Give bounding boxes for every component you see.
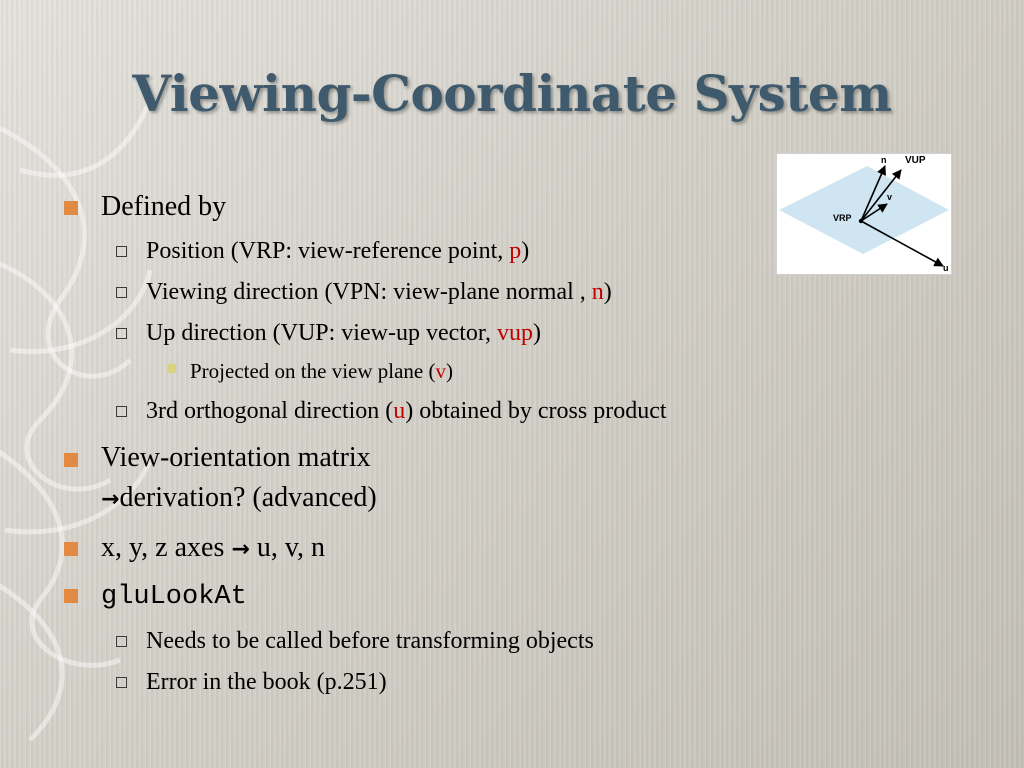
u-vector xyxy=(860,220,944,267)
bullet-text: ) xyxy=(532,320,541,346)
bullet-text: ) xyxy=(603,279,612,305)
sub-bullet-box xyxy=(116,246,127,257)
n-vector xyxy=(860,165,886,222)
bullet-text: Error in the book (p.251) xyxy=(146,669,387,695)
bullet-text: Needs to be called before transforming o… xyxy=(146,628,594,654)
bullet-projected: Projected on the view plane (v) xyxy=(190,361,453,382)
bullet-text: ) obtained by cross product xyxy=(405,398,667,424)
bullet-text: Up direction (VUP: view-up vector, xyxy=(146,320,497,346)
bullet-text: Projected on the view plane ( xyxy=(190,359,436,383)
bullet-text: ) xyxy=(446,359,453,383)
vrp-point xyxy=(858,218,864,224)
background-ornament xyxy=(0,99,153,742)
v-vector xyxy=(860,203,888,222)
bullet-text: Defined by xyxy=(101,191,227,222)
bullet-position: Position (VRP: view-reference point, p) xyxy=(146,239,529,263)
bullet-text: derivation? (advanced) xyxy=(119,482,377,513)
var-p: p xyxy=(509,238,522,264)
sub-bullet-box xyxy=(116,328,127,339)
bullet-text: x, y, z axes xyxy=(101,532,232,563)
sub-bullet-box xyxy=(116,677,127,688)
sub-bullet-box xyxy=(116,406,127,417)
sub-bullet-box xyxy=(116,287,127,298)
bullet-needs-called: Needs to be called before transforming o… xyxy=(146,629,594,653)
bullet-text: Position (VRP: view-reference point, xyxy=(146,238,510,264)
code-glulookat: gluLookAt xyxy=(101,582,247,612)
sub-sub-bullet-square xyxy=(167,364,176,373)
var-vup: vup xyxy=(496,320,533,346)
bullet-square xyxy=(64,201,78,215)
bullet-text: u, v, n xyxy=(249,532,325,563)
bullet-text: 3rd orthogonal direction ( xyxy=(146,398,394,424)
var-n: n xyxy=(591,279,604,305)
sub-bullet-box xyxy=(116,636,127,647)
bullet-square xyxy=(64,453,78,467)
n-label: n xyxy=(881,155,887,165)
bullet-text: Viewing direction (VPN: view-plane norma… xyxy=(146,279,592,305)
view-plane xyxy=(779,166,949,254)
u-label: u xyxy=(943,263,949,273)
var-v: v xyxy=(435,359,447,383)
bullet-text: ) xyxy=(521,238,530,264)
bullet-third-direction: 3rd orthogonal direction (u) obtained by… xyxy=(146,399,667,423)
v-label: v xyxy=(887,192,892,202)
bullet-view-orientation: View-orientation matrix xyxy=(101,444,371,472)
vrp-diagram: n VUP v VRP u xyxy=(776,153,952,275)
bullet-derivation: →derivation? (advanced) xyxy=(101,484,377,512)
vrp-label: VRP xyxy=(833,213,852,223)
bullet-square xyxy=(64,542,78,556)
right-arrow-icon: → xyxy=(231,537,250,562)
right-arrow-icon: → xyxy=(101,487,120,512)
bullet-square xyxy=(64,589,78,603)
bullet-axes: x, y, z axes → u, v, n xyxy=(101,534,325,562)
var-u: u xyxy=(393,398,406,424)
slide-title: Viewing-Coordinate System xyxy=(132,64,892,123)
bullet-text: View-orientation matrix xyxy=(101,442,371,473)
bullet-defined-by: Defined by xyxy=(101,193,226,221)
bullet-error-book: Error in the book (p.251) xyxy=(146,670,387,694)
bullet-viewing-direction: Viewing direction (VPN: view-plane norma… xyxy=(146,280,612,304)
vup-label: VUP xyxy=(905,155,926,166)
vup-vector xyxy=(860,169,902,222)
bullet-glulookat: gluLookAt xyxy=(101,581,247,611)
bullet-up-direction: Up direction (VUP: view-up vector, vup) xyxy=(146,321,541,345)
